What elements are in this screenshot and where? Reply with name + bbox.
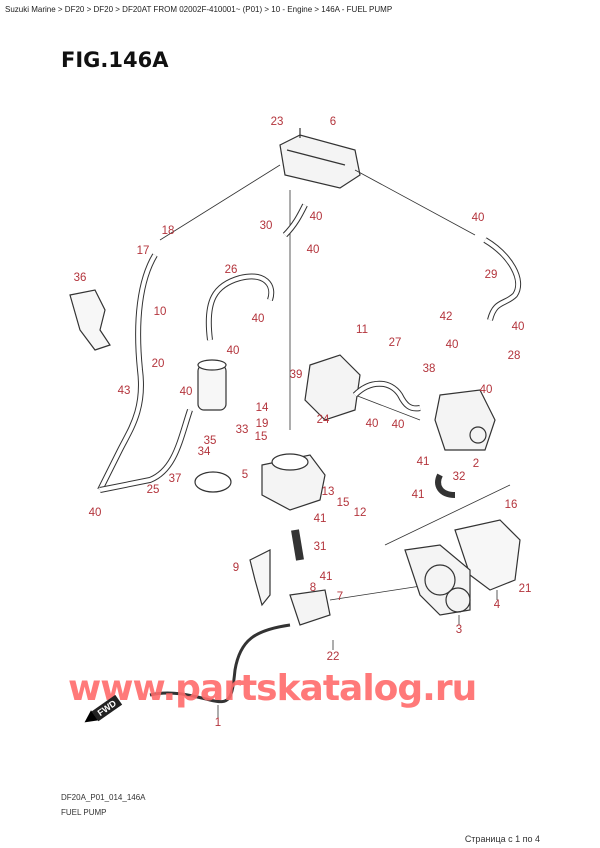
callout[interactable]: 4 — [493, 599, 501, 611]
callout[interactable]: 21 — [518, 583, 532, 595]
callout[interactable]: 41 — [313, 513, 327, 525]
callout[interactable]: 6 — [329, 116, 337, 128]
callout[interactable]: 35 — [203, 435, 217, 447]
breadcrumb[interactable]: Suzuki Marine > DF20 > DF20 > DF20AT FRO… — [5, 5, 393, 14]
callout[interactable]: 3 — [455, 624, 463, 636]
callout[interactable]: 42 — [439, 311, 453, 323]
part-bracket-9 — [249, 549, 271, 607]
callout[interactable]: 7 — [336, 591, 344, 603]
callout[interactable]: 40 — [471, 212, 485, 224]
callout[interactable]: 39 — [289, 369, 303, 381]
callout[interactable]: 40 — [445, 339, 459, 351]
pagination[interactable]: Страница с 1 по 4 — [464, 834, 540, 844]
part-hose-10 — [97, 253, 158, 492]
callout[interactable]: 13 — [321, 486, 335, 498]
part-bracket-36 — [69, 289, 111, 351]
callout[interactable]: 40 — [511, 321, 525, 333]
callout[interactable]: 40 — [365, 418, 379, 430]
callout[interactable]: 5 — [241, 469, 249, 481]
callout[interactable]: 40 — [226, 345, 240, 357]
figure-title: FIG.146A — [61, 48, 169, 72]
callout[interactable]: 12 — [353, 507, 367, 519]
callout[interactable]: 41 — [416, 456, 430, 468]
callout[interactable]: 43 — [117, 385, 131, 397]
drawing-code: DF20A_P01_014_146A — [61, 793, 146, 802]
callout[interactable]: 41 — [319, 571, 333, 583]
part-hose-32 — [435, 473, 456, 498]
part-plate-24 — [304, 354, 361, 421]
callout[interactable]: 29 — [484, 269, 498, 281]
watermark: www.partskatalog.ru — [68, 668, 477, 709]
callout[interactable]: 41 — [411, 489, 425, 501]
part-pump-2 — [434, 389, 496, 451]
callout[interactable]: 17 — [136, 245, 150, 257]
callout[interactable]: 40 — [479, 384, 493, 396]
caption: FUEL PUMP — [61, 808, 107, 817]
callout[interactable]: 14 — [255, 402, 269, 414]
callout[interactable]: 27 — [388, 337, 402, 349]
callout[interactable]: 32 — [452, 471, 466, 483]
callout[interactable]: 40 — [88, 507, 102, 519]
callout[interactable]: 11 — [356, 324, 368, 336]
callout[interactable]: 18 — [161, 225, 175, 237]
part-filter-33 — [197, 364, 227, 411]
callout[interactable]: 15 — [254, 431, 268, 443]
callout[interactable]: 37 — [168, 473, 182, 485]
part-cover — [279, 134, 361, 189]
part-hose-31 — [291, 529, 304, 561]
callout[interactable]: 16 — [504, 499, 518, 511]
part-regulator-7 — [289, 589, 331, 626]
callout[interactable]: 30 — [259, 220, 273, 232]
callout[interactable]: 40 — [391, 419, 405, 431]
callout[interactable]: 40 — [306, 244, 320, 256]
part-pump-5 — [261, 454, 326, 511]
callout[interactable]: 40 — [309, 211, 323, 223]
part-hose-26 — [205, 273, 275, 341]
callout[interactable]: 33 — [235, 424, 249, 436]
callout[interactable]: 31 — [313, 541, 327, 553]
callout[interactable]: 9 — [232, 562, 240, 574]
callout[interactable]: 28 — [507, 350, 521, 362]
callout[interactable]: 25 — [146, 484, 160, 496]
callout[interactable]: 1 — [214, 717, 222, 729]
part-fuel-line-1 — [149, 623, 291, 704]
callout[interactable]: 22 — [326, 651, 340, 663]
callout[interactable]: 34 — [197, 446, 211, 458]
callout[interactable]: 20 — [151, 358, 165, 370]
callout[interactable]: 40 — [179, 386, 193, 398]
callout[interactable]: 38 — [422, 363, 436, 375]
callout[interactable]: 26 — [224, 264, 238, 276]
callout[interactable]: 36 — [73, 272, 87, 284]
callout[interactable]: 2 — [472, 458, 480, 470]
callout[interactable]: 40 — [251, 313, 265, 325]
callout[interactable]: 19 — [255, 418, 269, 430]
callout[interactable]: 8 — [309, 582, 317, 594]
part-throttle-3 — [404, 544, 471, 616]
callout[interactable]: 10 — [153, 306, 167, 318]
part-clamp-37 — [194, 471, 232, 493]
callout[interactable]: 24 — [316, 414, 330, 426]
callout[interactable]: 15 — [336, 497, 350, 509]
callout[interactable]: 23 — [270, 116, 284, 128]
